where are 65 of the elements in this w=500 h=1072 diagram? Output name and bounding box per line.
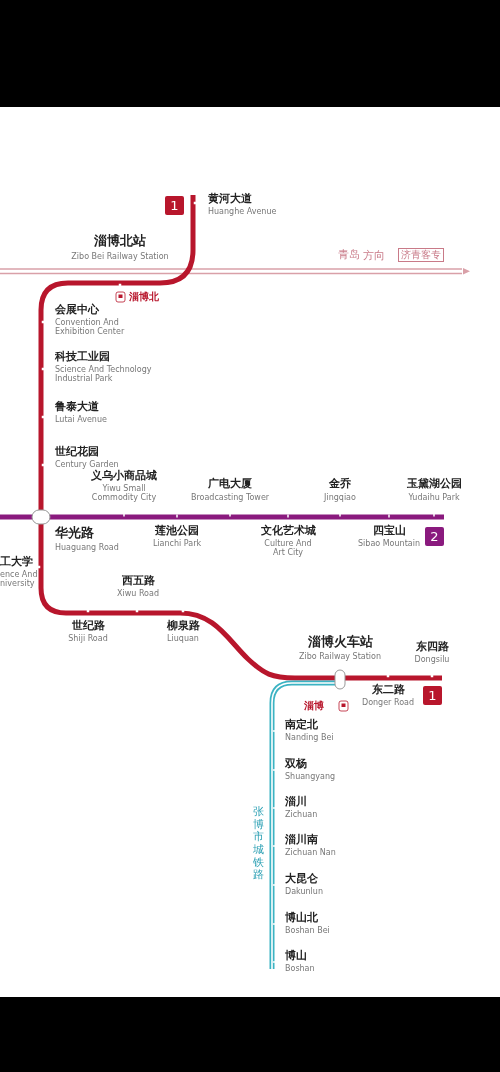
station-name: 四宝山 [372, 525, 406, 538]
station-name-pinyin: Boshan [285, 964, 315, 974]
station-name-pinyin: Convention And Exhibition Center [55, 318, 126, 337]
station-name: 工大学 [0, 556, 33, 569]
station-name: 柳泉路 [166, 620, 200, 633]
station-name: 东四路 [415, 641, 449, 654]
station-name-pinyin: Zibo Bei Railway Station [70, 252, 170, 262]
station-name-pinyin: Donger Road [362, 698, 414, 708]
railway-line-name: 张博市城铁路 [253, 806, 265, 882]
station-name-pinyin: Dongsilu [414, 655, 450, 665]
station-name: 西五路 [121, 575, 155, 588]
station-name-pinyin: Jingqiao [324, 493, 356, 503]
station-name-pinyin: Huaguang Road [55, 543, 119, 553]
station-name: 黄河大道 [208, 193, 252, 206]
station-name: 义乌小商品城 [91, 470, 157, 483]
station-name: 文化艺术城 [260, 525, 316, 538]
station-name-pinyin: Boshan Bei [285, 926, 330, 936]
station-name: 金乔 [329, 478, 351, 491]
station-name: 莲池公园 [155, 525, 199, 538]
station-name: 博山 [285, 950, 307, 963]
station-name: 双杨 [285, 758, 307, 771]
station-name-pinyin: Culture And Art City [263, 539, 313, 558]
station-name-pinyin: Lianchi Park [152, 539, 202, 549]
railway-station-name: 淄博 [304, 700, 324, 712]
station-name: 南定北 [285, 719, 318, 732]
station-name-pinyin: Shuangyang [285, 772, 336, 782]
direction-label: 方向 [363, 249, 385, 262]
line-number-badge: 1 [165, 196, 184, 215]
station-name: 玉黛湖公园 [406, 478, 462, 491]
station-name-pinyin: Huanghe Avenue [208, 207, 277, 217]
station-name-pinyin: Nanding Bei [285, 733, 334, 743]
station-name-pinyin: Broadcasting Tower [190, 493, 270, 503]
station-name: 淄川 [285, 796, 307, 809]
station-name-pinyin: Shiji Road [68, 634, 108, 644]
station-name-pinyin: Zibo Railway Station [298, 652, 382, 662]
station-name-pinyin: Yiwu Small Commodity City [90, 484, 158, 503]
station-name: 淄川南 [285, 834, 318, 847]
station-name-pinyin: Zichuan [285, 810, 318, 820]
station-name: 会展中心 [55, 304, 99, 317]
station-name-pinyin: Sibao Mountain [358, 539, 420, 549]
station-name-pinyin: Xiwu Road [117, 589, 159, 599]
direction-label: 青岛 [338, 249, 360, 262]
line-number-badge: 2 [425, 527, 444, 546]
station-name: 世纪花园 [55, 446, 99, 459]
station-name-pinyin: Dakunlun [285, 887, 323, 897]
line-number-badge: 1 [423, 686, 442, 705]
station-name-pinyin: Liuquan [167, 634, 199, 644]
station-name: 淄博火车站 [307, 635, 373, 650]
station-name: 大昆仑 [285, 873, 318, 886]
station-name: 鲁泰大道 [55, 401, 99, 414]
station-name: 博山北 [285, 912, 318, 925]
station-name-pinyin: Zichuan Nan [285, 848, 336, 858]
station-name-pinyin: Century Garden [55, 460, 119, 469]
station-name: 世纪路 [71, 620, 105, 633]
station-name-pinyin: Lutai Avenue [55, 415, 107, 425]
station-name-pinyin: Science And Technology Industrial Park [55, 365, 153, 384]
station-name-pinyin: ence And niversity [0, 570, 38, 589]
station-name: 科技工业园 [55, 351, 110, 364]
railway-name-box: 济青客专 [398, 248, 444, 262]
station-name: 广电大厦 [208, 478, 252, 491]
station-name: 淄博北站 [94, 234, 146, 249]
station-name-pinyin: Yudaihu Park [408, 493, 460, 503]
station-name: 华光路 [55, 526, 94, 541]
railway-station-name: 淄博北 [129, 291, 159, 303]
station-name: 东二路 [371, 684, 405, 697]
